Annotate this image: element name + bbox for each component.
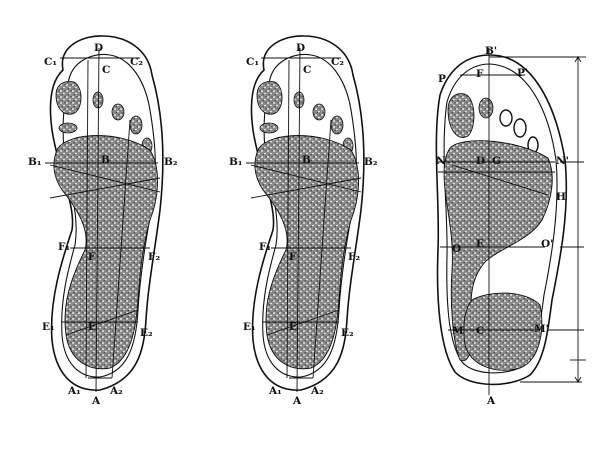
label-D: D	[296, 42, 305, 54]
label-C2: C₂	[130, 56, 143, 68]
label-F2: F₂	[348, 251, 360, 263]
label-F: F	[289, 251, 297, 263]
label-A: A	[292, 395, 302, 407]
label-E: E	[88, 321, 96, 333]
label-C1: C₁	[44, 56, 57, 68]
label-E2: E₂	[341, 327, 354, 339]
label-F: F	[88, 251, 96, 263]
sole-diagram-3: B' P F P' N D G N' H O E O' M C M' A	[435, 45, 586, 407]
label-B1: B₁	[28, 156, 41, 168]
label-E: E	[289, 321, 297, 333]
label-E2: E₂	[140, 327, 153, 339]
label-D: D	[94, 42, 103, 54]
label-P-prime: P'	[517, 67, 528, 79]
label-A1: A₁	[268, 385, 282, 397]
label-B-prime: B'	[485, 45, 497, 57]
label-A2: A₂	[310, 385, 324, 397]
label-B: B	[101, 154, 110, 166]
label-E: E	[476, 238, 484, 250]
label-C1: C₁	[246, 56, 259, 68]
label-F: F	[476, 68, 484, 80]
label-G: G	[492, 155, 501, 167]
label-M-prime: M'	[534, 323, 549, 335]
label-O-prime: O'	[541, 238, 553, 250]
label-P: P	[438, 73, 446, 85]
label-B2: B₂	[164, 156, 178, 168]
label-F1: F₁	[259, 241, 271, 253]
label-O: O	[452, 243, 461, 255]
label-H: H	[556, 191, 566, 203]
label-F2: F₂	[148, 251, 160, 263]
label-C: C	[303, 64, 311, 76]
label-B: B	[302, 154, 311, 166]
label-A: A	[486, 395, 496, 407]
label-B2: B₂	[364, 156, 378, 168]
label-A: A	[91, 395, 101, 407]
label-D: D	[476, 155, 485, 167]
label-C2: C₂	[331, 56, 344, 68]
label-F1: F₁	[58, 241, 70, 253]
label-M: M	[452, 325, 464, 337]
label-E1: E₁	[243, 321, 256, 333]
label-C: C	[102, 64, 110, 76]
label-N-prime: N'	[556, 155, 569, 167]
label-C: C	[476, 325, 484, 337]
sole-diagram-2: D C₁ C C₂ B₁ B B₂ F₁ F F₂ E₁ E E₂ A₁ A A…	[229, 35, 378, 407]
label-E1: E₁	[42, 321, 55, 333]
label-A2: A₂	[109, 385, 123, 397]
sole-diagram-1: D C₁ C C₂ B₁ B B₂ F₁ F F₂ E₁ E E₂ A₁ A A…	[28, 35, 178, 407]
label-B1: B₁	[229, 156, 242, 168]
label-N: N	[436, 155, 446, 167]
label-A1: A₁	[67, 385, 81, 397]
